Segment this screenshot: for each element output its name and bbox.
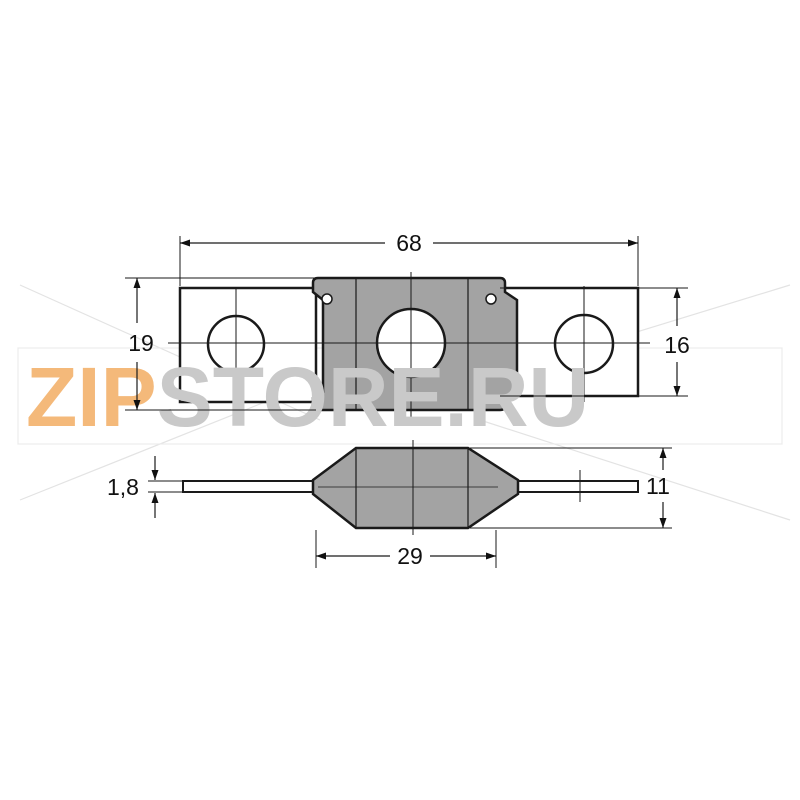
dim-19-label: 19 xyxy=(128,330,154,356)
dim-68-label: 68 xyxy=(396,230,422,256)
dim-11-label: 11 xyxy=(646,473,670,499)
small-hole-left xyxy=(321,293,333,305)
dim-29-label: 29 xyxy=(397,543,423,569)
small-hole-right xyxy=(485,293,497,305)
top-view xyxy=(168,272,650,418)
watermark-zip: ZIP xyxy=(26,350,157,444)
dim-right-height: 16 xyxy=(500,287,690,397)
dim-thickness: 1,8 xyxy=(107,456,182,518)
fuse-body-side xyxy=(311,446,520,530)
side-right-terminal xyxy=(499,480,639,493)
dim-16-label: 16 xyxy=(664,332,690,358)
dim-left-height: 19 xyxy=(125,277,316,411)
watermark-text: ZIPSTORE.RU xyxy=(26,350,589,444)
dim-overall-length: 68 xyxy=(179,230,639,286)
dim-1-8-label: 1,8 xyxy=(107,474,139,500)
watermark-store: STORE.RU xyxy=(157,350,590,444)
side-view xyxy=(182,440,639,535)
dim-body-width: 29 xyxy=(315,530,497,569)
dim-body-height: 11 xyxy=(470,447,672,529)
side-left-terminal xyxy=(182,480,316,493)
